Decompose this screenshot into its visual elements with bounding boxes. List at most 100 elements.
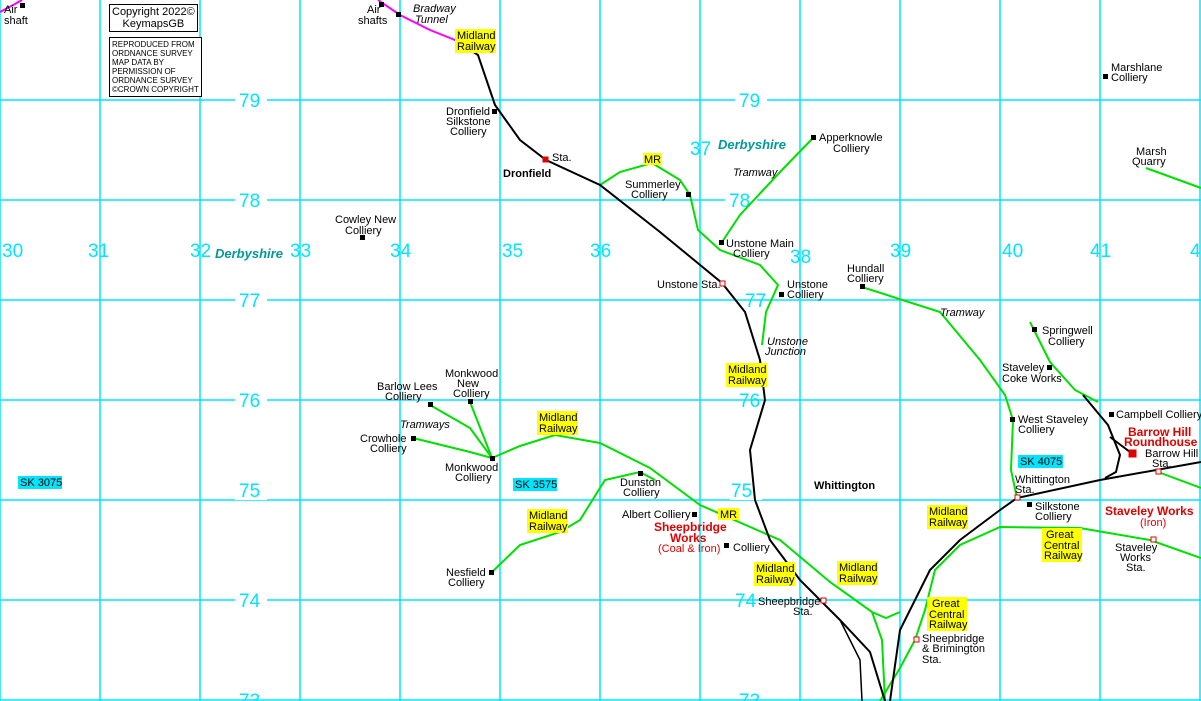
map-label: Staveley Works <box>1105 504 1194 518</box>
map-label: Sta. <box>1152 458 1172 470</box>
map-label: Sta. <box>1015 484 1035 496</box>
map-label: Unstone Sta. <box>657 279 721 291</box>
map-label: Nesfield <box>446 567 486 579</box>
map-label: Colliery <box>733 542 770 554</box>
map-label: Colliery <box>847 273 884 285</box>
grid-ref: SK 4075 <box>1020 456 1062 468</box>
map-label: Whittington <box>814 480 875 492</box>
map-label: Barrow Hill <box>1128 425 1191 439</box>
map-label: Midland <box>539 412 578 424</box>
map-label: Railway <box>1044 550 1083 562</box>
easting-label: 40 <box>1002 241 1023 262</box>
map-label: Silkstone <box>446 116 491 128</box>
map-label: Staveley <box>1115 542 1158 554</box>
easting-label: 30 <box>2 241 23 262</box>
map-label: Dronfield <box>446 106 490 118</box>
map-label: Tramway <box>733 167 779 179</box>
map-label: Colliery <box>1111 72 1148 84</box>
map-label: Colliery <box>385 391 422 403</box>
easting-label: 34 <box>390 241 412 262</box>
os-notice-line: REPRODUCED FROM <box>112 40 195 49</box>
map-label: Colliery <box>448 577 485 589</box>
easting-label: 38 <box>790 247 811 268</box>
map-label: Colliery <box>787 289 824 301</box>
map-label: Sta. <box>793 606 813 618</box>
map-label: Barrow Hill <box>1145 448 1198 460</box>
northing-label: 79 <box>739 91 760 112</box>
map-label: New <box>457 378 479 390</box>
tramways <box>412 137 1201 701</box>
grid-labels: 30 31 32 33 34 35 36 37 38 39 40 41 4 79… <box>2 90 1201 701</box>
map-label: Colliery <box>370 443 407 455</box>
map-label: Works <box>670 531 707 545</box>
map-label: Railway <box>728 375 767 387</box>
easting-label: 39 <box>890 241 911 262</box>
northing-label: 74 <box>239 591 261 612</box>
map-label: Crowhole <box>360 433 406 445</box>
map-label: Tunnel <box>415 14 448 26</box>
map-label: Central <box>929 609 964 621</box>
os-notice-line: ORDNANCE SURVEY <box>112 49 193 58</box>
station-markers <box>542 156 1162 643</box>
northing-label: 77 <box>745 291 766 312</box>
easting-label: 36 <box>590 241 611 262</box>
easting-label: 41 <box>1090 241 1111 262</box>
map-label: Railway <box>929 619 968 631</box>
map-label: Roundhouse <box>1124 435 1198 449</box>
map-label: Sheepbridge <box>922 633 984 645</box>
map-label: Midland <box>457 30 496 42</box>
os-notice-line: PERMISSION OF <box>112 67 176 76</box>
map-label: Monkwood <box>445 368 498 380</box>
map-label: Quarry <box>1132 156 1166 168</box>
map-label: Monkwood <box>445 462 498 474</box>
map-label: Colliery <box>1048 336 1085 348</box>
map-label: Central <box>1044 540 1079 552</box>
northing-label: 76 <box>739 391 760 412</box>
northing-label: 77 <box>239 291 260 312</box>
copyright-line: Copyright 2022© <box>112 6 195 18</box>
map-label: Derbyshire <box>718 137 786 152</box>
map-label: Colliery <box>623 487 660 499</box>
map-label: Colliery <box>631 189 668 201</box>
map-label: Railway <box>839 573 878 585</box>
map-label: Midland <box>929 506 968 518</box>
map-label: West Staveley <box>1018 414 1089 426</box>
map-label: Great <box>1046 529 1074 541</box>
map-label: Midland <box>756 563 795 575</box>
map-label: Coke Works <box>1002 373 1062 385</box>
os-notice: REPRODUCED FROM ORDNANCE SURVEY MAP DATA… <box>109 37 202 97</box>
map-label: Sta. <box>922 654 942 666</box>
grid-ref: SK 3575 <box>515 479 557 491</box>
map-label: Air <box>4 4 18 16</box>
map-label: Tramways <box>400 419 450 431</box>
map-label: Bradway <box>413 3 457 15</box>
map-label: Albert Colliery <box>622 509 691 521</box>
map-label: Midland <box>839 562 878 574</box>
map-label: Apperknowle <box>819 132 883 144</box>
map-label: Railway <box>457 41 496 53</box>
map-label: MR <box>720 509 737 521</box>
easting-label: 37 <box>690 139 711 160</box>
map-label: Sta. <box>552 152 572 164</box>
northing-label: 75 <box>731 481 752 502</box>
map-label: Marshlane <box>1111 62 1162 74</box>
map-label: (Coal & Iron) <box>658 543 720 555</box>
map-label: Railway <box>539 423 578 435</box>
map-label: Midland <box>728 364 767 376</box>
colliery-markers <box>20 2 1114 575</box>
railway-label-backgrounds <box>18 29 1082 631</box>
northing-label: 73 <box>239 691 260 701</box>
map-label: Derbyshire <box>215 246 283 261</box>
map-label: & Brimington <box>922 643 985 655</box>
map-label: Summerley <box>625 179 681 191</box>
map-label: Railway <box>929 517 968 529</box>
map-label: Sta. <box>1126 562 1146 574</box>
map-label: Air <box>367 4 381 16</box>
map-label: (Iron) <box>1140 517 1166 529</box>
map-label: Campbell Colliery <box>1116 409 1201 421</box>
map-label: Colliery <box>450 126 487 138</box>
